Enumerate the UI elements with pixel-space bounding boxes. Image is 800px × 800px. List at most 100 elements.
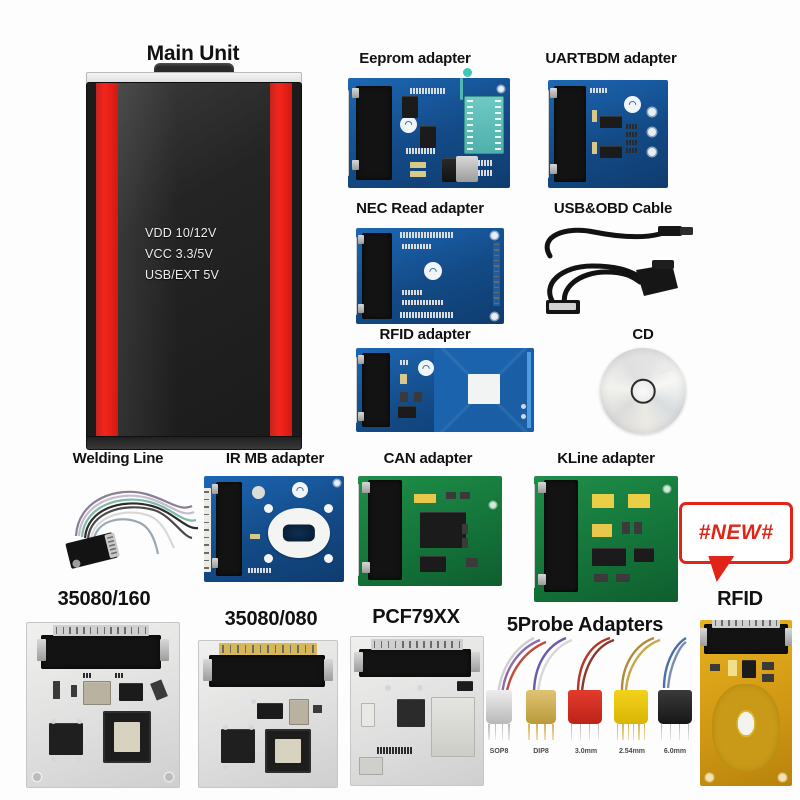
- probe-pin-row: [660, 724, 690, 740]
- probe-adapter-6mm: [658, 684, 692, 742]
- smd-chip: [742, 660, 756, 678]
- pad-row: [478, 160, 502, 166]
- db-screw-right: [160, 639, 169, 661]
- pad-row: [406, 148, 452, 154]
- smd-chip: [634, 548, 654, 562]
- main-unit-face-panel: [118, 83, 270, 441]
- eeprom-adapter-board: ◠: [348, 78, 510, 188]
- brand-logo-icon: ◠: [418, 360, 434, 376]
- via-pad: [249, 725, 254, 730]
- main-unit-bottom-cap: [86, 436, 302, 450]
- pad-row: [248, 568, 288, 573]
- probe-label-254mm: 2.54mm: [618, 748, 646, 755]
- m35080-160-label: 35080/160: [57, 588, 151, 610]
- relay-yellow: [592, 494, 614, 508]
- db-screw-left: [37, 639, 46, 661]
- db-pin-row: [548, 90, 549, 178]
- smd-chip: [420, 126, 436, 148]
- db-pin-row: [219, 643, 317, 655]
- capacitor: [762, 674, 774, 682]
- db-screw-left: [700, 628, 707, 646]
- spec-line-vdd: VDD 10/12V: [145, 226, 217, 240]
- smd-chip: [257, 703, 283, 719]
- capacitor: [460, 492, 470, 499]
- db-pin-row: [53, 625, 149, 636]
- db-pin-row: [204, 488, 211, 572]
- new-badge-text: #NEW#: [698, 521, 774, 544]
- db-screw-top: [352, 88, 359, 98]
- probe-wires-graphic: [496, 636, 687, 697]
- can-adapter-board: [358, 476, 502, 586]
- probe-housing: [568, 690, 602, 724]
- uartbdm-adapter-label: UARTBDM adapter: [545, 50, 677, 67]
- db-screw-right: [324, 659, 333, 681]
- crystal-oscillator: [83, 681, 111, 705]
- main-unit-device: VDD 10/12V VCC 3.3/5V USB/EXT 5V: [72, 63, 314, 452]
- db-screw-top: [538, 482, 546, 493]
- main-unit-gloss: [118, 83, 178, 441]
- db-screw-right: [471, 652, 480, 672]
- db25-connector: [359, 649, 471, 677]
- capacitor: [150, 679, 168, 701]
- right-pin-row: [493, 242, 500, 306]
- usb-port: [359, 757, 383, 775]
- db25-connector: [544, 480, 578, 592]
- db-screw-bottom: [538, 574, 546, 585]
- usb-obd-cable-label: USB&OBD Cable: [553, 200, 673, 217]
- db-pin-row: [348, 90, 349, 176]
- via-pad: [251, 699, 256, 704]
- db-screw-bottom: [352, 160, 359, 170]
- adapter-daughterboard: [221, 729, 255, 763]
- pad-row: [400, 232, 484, 238]
- smd-chip: [600, 116, 622, 128]
- capacitor: [466, 558, 478, 567]
- db-pin-row: [358, 484, 359, 576]
- resistor: [250, 534, 260, 539]
- via-pad: [223, 765, 228, 770]
- via-pad: [77, 757, 82, 762]
- mount-hole: [648, 108, 656, 116]
- zif-pin-column: [467, 100, 473, 150]
- capacitor: [710, 664, 720, 671]
- probe-label-sop8: SOP8: [489, 748, 509, 755]
- mount-hole: [165, 773, 173, 781]
- heatsink: [456, 156, 478, 182]
- pad-row: [402, 290, 438, 295]
- main-unit-right-stripe: [270, 83, 292, 441]
- brand-logo-icon: ◠: [400, 116, 417, 133]
- db25-connector: [41, 635, 161, 669]
- capacitor: [400, 374, 407, 384]
- probe-housing: [526, 690, 556, 724]
- capacitor: [446, 492, 456, 499]
- capacitor: [71, 685, 77, 697]
- probe-label-6mm: 6.0mm: [663, 748, 687, 755]
- rfid-coil-window: [468, 374, 500, 404]
- pad-row: [83, 673, 95, 678]
- smd-chip: [119, 683, 143, 701]
- pad-row: [402, 300, 472, 305]
- via-pad: [223, 725, 228, 730]
- capacitor: [728, 660, 737, 676]
- ir-mb-adapter-label: IR MB adapter: [225, 450, 325, 467]
- rfid-board: [700, 620, 792, 786]
- capacitor: [622, 522, 630, 534]
- resistor: [410, 162, 426, 168]
- mount-hole: [498, 86, 504, 92]
- db-screw-bottom: [212, 558, 218, 568]
- spec-line-vcc: VCC 3.3/5V: [145, 247, 214, 261]
- pad-row: [626, 124, 644, 129]
- mount-hole: [664, 486, 670, 492]
- relay-yellow: [628, 494, 650, 508]
- probe-pin-row: [570, 724, 600, 740]
- zif-socket: [464, 96, 504, 154]
- capacitor: [594, 574, 608, 582]
- probe-pin-row: [616, 724, 646, 740]
- ic-test-socket: [103, 711, 151, 763]
- main-unit-body: VDD 10/12V VCC 3.3/5V USB/EXT 5V: [86, 82, 302, 442]
- db-screw-top: [358, 355, 364, 364]
- resistor: [410, 171, 426, 177]
- db-pin-row: [712, 620, 780, 628]
- nec-read-adapter-label: NEC Read adapter: [356, 200, 484, 217]
- probe-adapter-254mm: [614, 684, 648, 742]
- new-badge: #NEW#: [679, 502, 793, 564]
